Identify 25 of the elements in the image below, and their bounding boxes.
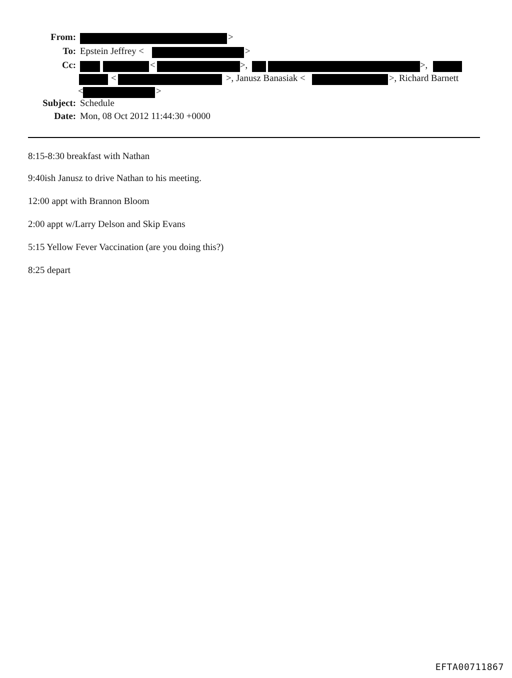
field-label: Subject: [42,98,76,110]
header-text: >, Richard Barnett [389,73,459,85]
field-label: Cc: [62,60,76,72]
schedule-line: 2:00 appt w/Larry Delson and Skip Evans [28,219,186,231]
field-label: From: [50,32,76,44]
header-text: < [111,73,116,85]
header-text: >, [240,60,248,72]
header-text: < [150,60,156,72]
schedule-line: 8:25 depart [28,265,70,277]
schedule-line: 12:00 appt with Brannon Bloom [28,196,150,208]
header-text: > [245,46,250,58]
schedule-line: 9:40ish Janusz to drive Nathan to his meeting. [28,173,202,185]
header-text: Epstein Jeffrey < [80,46,144,58]
header-text: > [228,32,234,44]
header-text: >, Janusz Banasiak < [226,73,306,85]
header-text: >, [420,60,428,72]
schedule-line: 8:15-8:30 breakfast with Nathan [28,151,150,163]
header-text: < [78,86,84,98]
field-label: To: [62,46,76,58]
document-number: EFTA00711867 [435,662,504,674]
header-text: Schedule [80,98,114,110]
header-text: > [156,86,162,98]
header-text: Mon, 08 Oct 2012 11:44:30 +0000 [80,111,210,123]
schedule-line: 5:15 Yellow Fever Vaccination (are you doing this?) [28,242,224,254]
field-label: Date: [54,111,76,123]
